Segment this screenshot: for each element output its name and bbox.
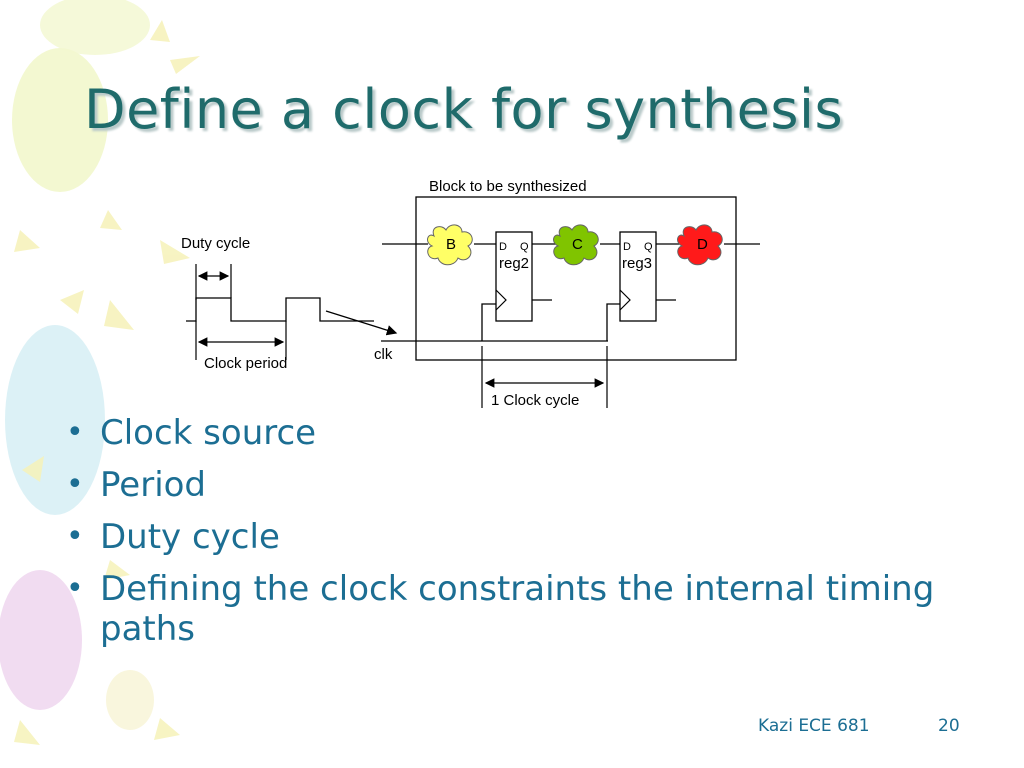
register-q-label: Q (644, 241, 653, 253)
register-reg2: D Q reg2 (495, 231, 533, 322)
register-d-label: D (499, 241, 507, 253)
clk-label: clk (374, 346, 393, 363)
register-body (619, 231, 657, 322)
clock-input-triangle (495, 289, 507, 311)
logic-cloud-b: B (427, 224, 473, 266)
background-sparkle (14, 20, 200, 745)
footer-course: Kazi ECE 681 (758, 716, 870, 736)
cloud-label-c: C (572, 236, 583, 253)
register-d-label: D (623, 241, 631, 253)
cloud-shape-c (553, 224, 599, 266)
bullet-item: Defining the clock constraints the inter… (62, 569, 962, 649)
clock-input-triangle (619, 289, 631, 311)
bullet-item: Clock source (62, 413, 962, 453)
cloud-label-d: D (697, 236, 708, 253)
bullet-item: Duty cycle (62, 517, 962, 557)
logic-cloud-d: D (677, 224, 723, 266)
clock-cycle-label: 1 Clock cycle (491, 392, 579, 409)
register-reg3: D Q reg3 (619, 231, 657, 322)
bullet-item: Period (62, 465, 962, 505)
cloud-shape-d (677, 224, 723, 266)
cloud-label-b: B (446, 236, 456, 253)
clock-net (381, 303, 620, 342)
register-name: reg3 (622, 255, 652, 272)
footer-page-number: 20 (938, 716, 960, 736)
block-label: Block to be synthesized (429, 178, 587, 195)
register-q-label: Q (520, 241, 529, 253)
data-path-wires (382, 243, 760, 301)
clock-period-dimension (195, 321, 287, 360)
slide-title: Define a clock for synthesis (84, 78, 844, 141)
logic-cloud-c: C (553, 224, 599, 266)
register-name: reg2 (499, 255, 529, 272)
cloud-shape-b (427, 224, 473, 266)
clock-waveform (186, 297, 398, 336)
clock-cycle-dimension (481, 346, 608, 408)
register-body (495, 231, 533, 322)
duty-cycle-label: Duty cycle (181, 235, 250, 252)
duty-cycle-dimension (195, 264, 232, 300)
bullet-list: Clock source Period Duty cycle Defining … (62, 413, 962, 661)
clock-period-label: Clock period (204, 355, 287, 372)
synth-block-outline (415, 196, 737, 361)
